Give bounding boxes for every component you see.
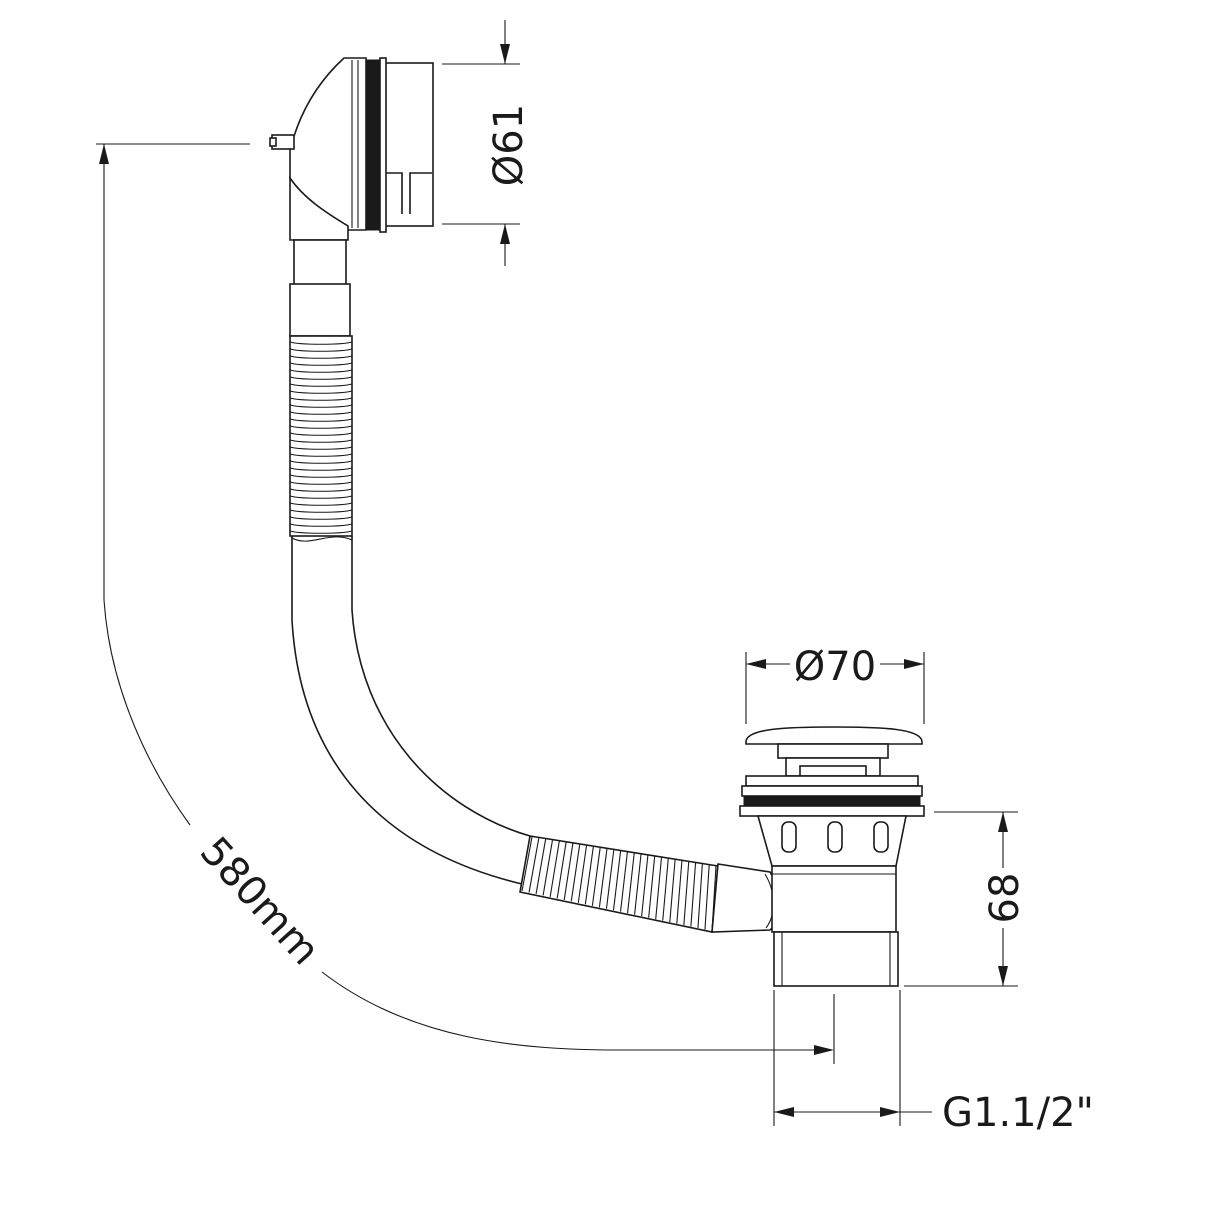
hose-rib bbox=[627, 853, 635, 914]
hose-rib bbox=[556, 842, 567, 899]
hose-rib bbox=[542, 840, 553, 896]
overall-length-label: 580mm bbox=[191, 829, 328, 974]
hose-rib bbox=[289, 488, 353, 492]
hose-rib bbox=[549, 841, 560, 898]
upper-corrugated-hose bbox=[289, 335, 353, 537]
hose-rib bbox=[289, 411, 353, 415]
dimension-thread-size: G1.1/2" bbox=[773, 990, 1094, 1136]
hose-rib bbox=[584, 846, 594, 905]
overflow-diameter-label: Ø61 bbox=[486, 104, 532, 186]
overflow-elbow bbox=[289, 175, 349, 241]
hose-rib bbox=[289, 369, 353, 373]
lower-corrugated-hose bbox=[519, 835, 780, 933]
hose-connector bbox=[711, 863, 780, 933]
waste-assembly bbox=[739, 726, 925, 987]
hose-rib bbox=[289, 446, 353, 450]
hose-rib bbox=[289, 453, 353, 457]
hose-rib bbox=[289, 362, 353, 366]
hose-rib bbox=[528, 837, 540, 893]
hose-rib bbox=[289, 516, 353, 520]
hose-rib bbox=[577, 845, 588, 903]
hose-rib bbox=[605, 849, 615, 909]
waste-thread bbox=[773, 931, 899, 987]
overflow-tube bbox=[293, 239, 347, 289]
waste-seal bbox=[743, 796, 921, 807]
overflow-seal bbox=[365, 59, 381, 231]
overflow-flange bbox=[379, 57, 387, 233]
hose-rib bbox=[591, 847, 601, 906]
overflow-cap bbox=[384, 62, 434, 227]
hose-rib bbox=[289, 530, 353, 534]
hose-rib bbox=[289, 467, 353, 471]
hose-rib bbox=[563, 843, 574, 900]
hose-rib bbox=[289, 404, 353, 408]
hose-rib bbox=[697, 863, 703, 929]
hose-rib bbox=[704, 864, 710, 930]
dimension-waste-diameter: Ø70 bbox=[745, 644, 925, 724]
thread-size-label: G1.1/2" bbox=[942, 1090, 1094, 1136]
hose-rib bbox=[289, 523, 353, 527]
hose-rib bbox=[289, 341, 353, 345]
hose-rib bbox=[289, 397, 353, 401]
smooth-hose bbox=[291, 536, 531, 885]
hose-rib bbox=[289, 418, 353, 422]
hose-rib bbox=[289, 355, 353, 359]
hose-rib bbox=[655, 857, 663, 920]
waste-diameter-label: Ø70 bbox=[794, 644, 876, 690]
hose-rib bbox=[289, 348, 353, 352]
hose-rib bbox=[289, 495, 353, 499]
hose-rib bbox=[669, 859, 676, 923]
hose-rib bbox=[289, 481, 353, 485]
overflow-slot bbox=[386, 172, 432, 214]
hose-rib bbox=[521, 836, 533, 892]
hose-rib bbox=[690, 862, 697, 927]
waste-cap bbox=[745, 726, 923, 745]
hose-rib bbox=[289, 460, 353, 464]
hose-rib bbox=[289, 432, 353, 436]
hose-rib bbox=[683, 861, 690, 926]
hose-rib bbox=[289, 502, 353, 506]
hose-rib bbox=[619, 851, 628, 912]
hose-rib bbox=[641, 855, 649, 917]
hose-rib bbox=[289, 390, 353, 394]
hose-rib bbox=[612, 850, 622, 911]
hose-rib bbox=[289, 383, 353, 387]
dimension-overflow-diameter: Ø61 bbox=[442, 20, 532, 266]
hose-rib bbox=[535, 839, 547, 895]
hose-rib bbox=[289, 376, 353, 380]
hose-rib bbox=[598, 848, 608, 908]
hose-rib bbox=[662, 858, 669, 921]
waste-flange bbox=[745, 775, 919, 787]
hose-rib bbox=[289, 474, 353, 478]
hose-rib bbox=[634, 854, 642, 915]
hose-rib bbox=[289, 509, 353, 513]
hose-rib bbox=[289, 425, 353, 429]
hose-rib bbox=[648, 856, 656, 918]
waste-height-label: 68 bbox=[982, 873, 1028, 924]
hose-rib bbox=[570, 844, 581, 902]
overflow-assembly bbox=[269, 57, 434, 337]
dimension-waste-height: 68 bbox=[904, 811, 1028, 987]
hose-rib bbox=[289, 439, 353, 443]
hose-rib bbox=[676, 860, 683, 924]
